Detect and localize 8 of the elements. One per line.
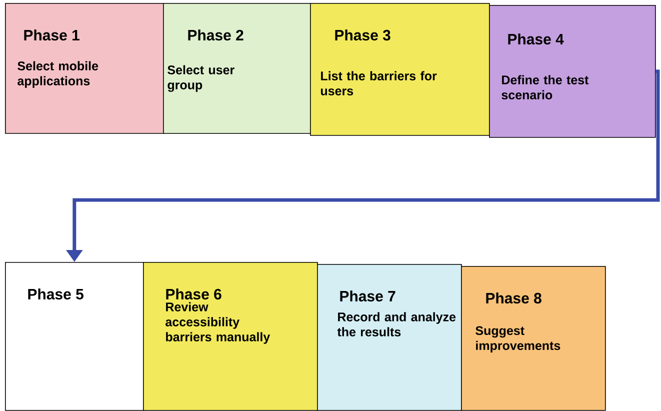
phase-box: Phase 5	[5, 262, 144, 411]
phase-box: Phase 2 Select user group	[163, 3, 311, 134]
phase-box: Phase 7 Record and analyze the results	[317, 264, 462, 411]
phase-box: Phase 3 List the barriers for users	[310, 3, 490, 136]
phase-box: Phase 6 Review accessibility barriers manually	[143, 262, 318, 411]
phase-box: Phase 4 Define the test scenario	[489, 5, 656, 138]
phase-box: Phase 8 Suggest improvements	[461, 266, 606, 411]
phase-box: Phase 1 Select mobile applications	[5, 3, 164, 134]
